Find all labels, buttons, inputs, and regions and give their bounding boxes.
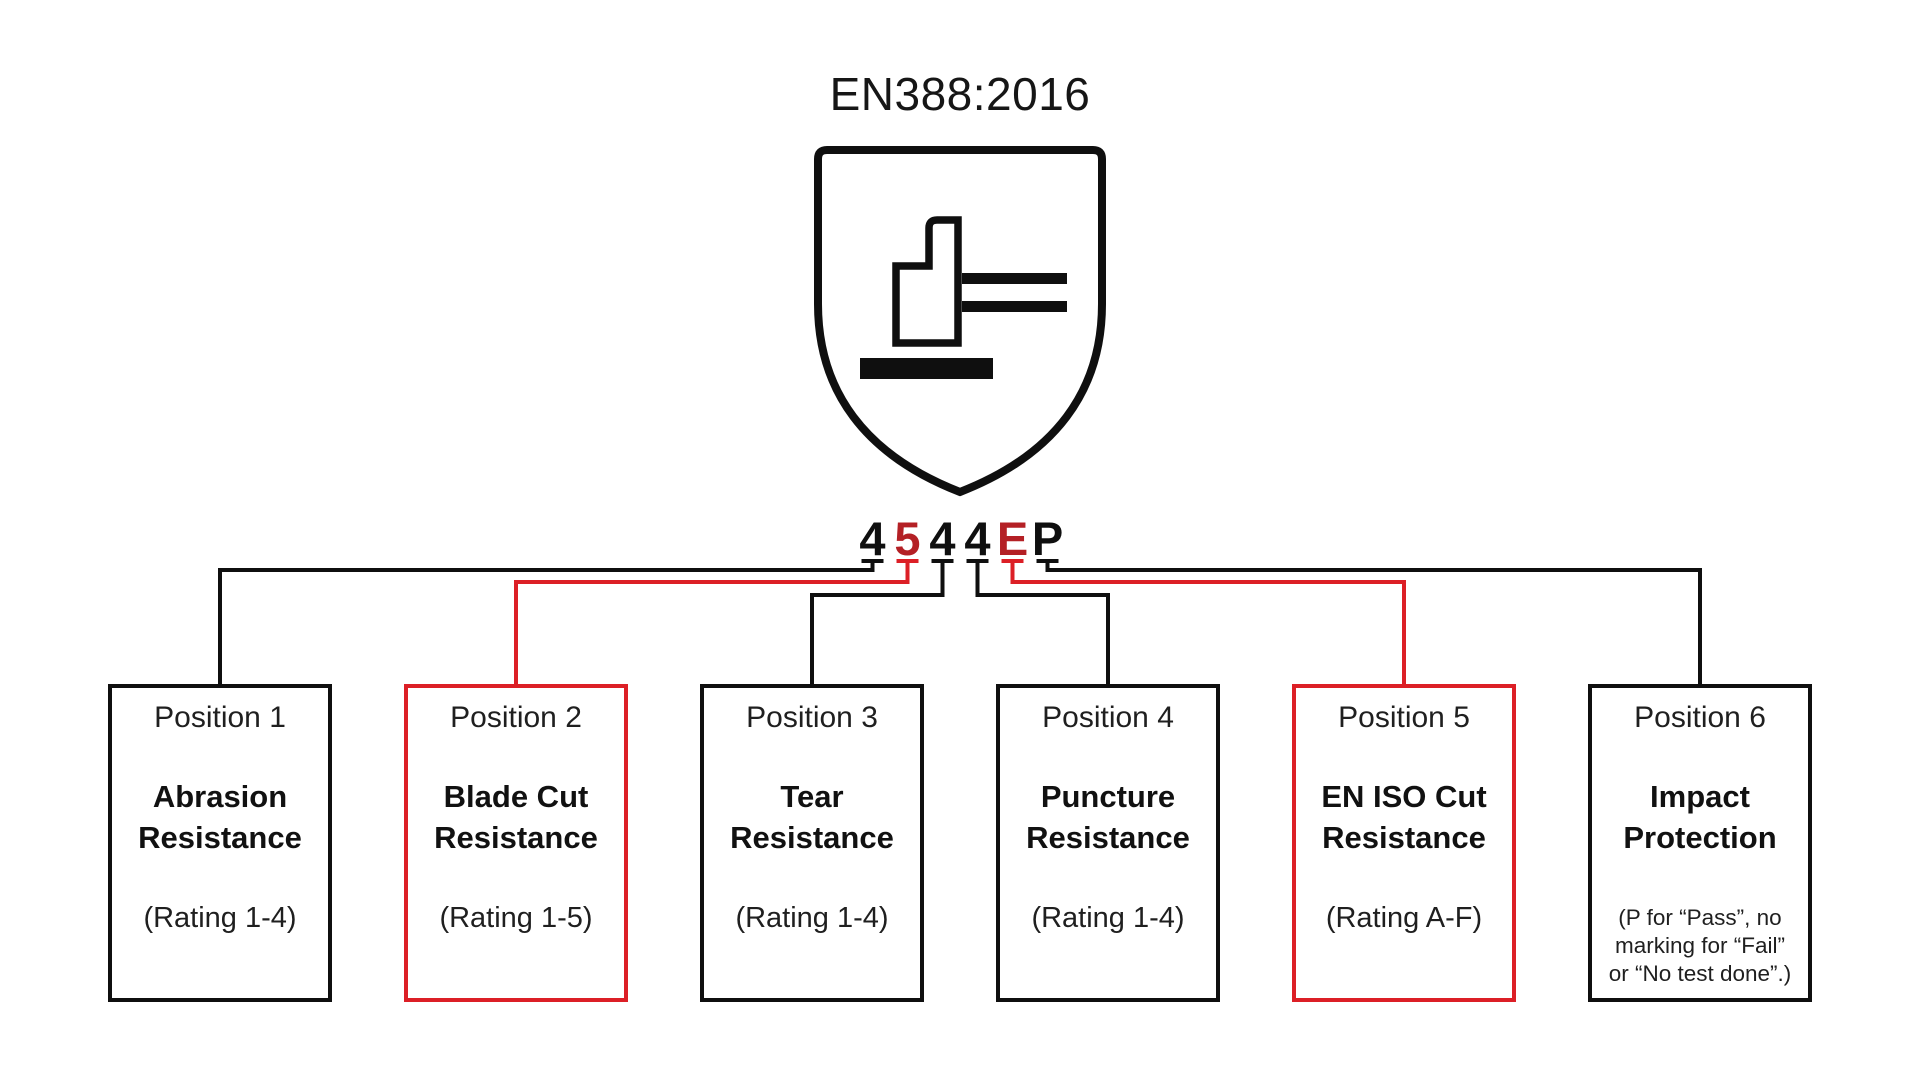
position-3-label: Position 3 [746, 701, 878, 734]
position-1-box: Position 1 Abrasion Resistance (Rating 1… [108, 684, 332, 1002]
connector-position-2 [514, 559, 919, 687]
position-6-label: Position 6 [1634, 701, 1766, 734]
position-1-rating: (Rating 1-4) [143, 902, 297, 934]
position-4-box: Position 4 Puncture Resistance (Rating 1… [996, 684, 1220, 1002]
connector-position-1 [218, 559, 884, 687]
route-2 [514, 561, 910, 687]
position-2-label: Position 2 [450, 701, 582, 734]
position-5-title: EN ISO Cut Resistance [1321, 779, 1487, 855]
impact-surface-bar [860, 358, 993, 379]
position-2-rating: (Rating 1-5) [439, 902, 593, 934]
page-title: EN388:2016 [829, 68, 1091, 120]
en388-shield [814, 146, 1106, 498]
marking-code: 4 5 4 4 E P [855, 512, 1065, 566]
route-4 [975, 561, 1110, 687]
position-4-title: Puncture Resistance [1026, 779, 1190, 855]
position-6-title: Impact Protection [1623, 779, 1777, 855]
route-3 [810, 561, 945, 687]
position-6-box: Position 6 Impact Protection (P for “Pas… [1588, 684, 1812, 1002]
hammer-bar-top [962, 273, 1067, 284]
code-char-6: P [1031, 512, 1064, 565]
hammer-bar-bottom [962, 301, 1067, 312]
connector-position-3 [810, 559, 954, 687]
position-5-box: Position 5 EN ISO Cut Resistance (Rating… [1292, 684, 1516, 1002]
position-3-rating: (Rating 1-4) [735, 902, 889, 934]
route-5 [1010, 561, 1406, 687]
position-4-rating: (Rating 1-4) [1031, 902, 1185, 934]
connector-position-4 [966, 559, 1110, 687]
position-5-label: Position 5 [1338, 701, 1470, 734]
route-1 [218, 561, 875, 687]
code-char-5: E [996, 512, 1029, 565]
en388-mechanical-hazard-shield-icon [814, 146, 1106, 497]
position-4-label: Position 4 [1042, 701, 1174, 734]
code-char-2: 5 [894, 512, 921, 565]
position-2-title: Blade Cut Resistance [434, 779, 598, 855]
position-6-rating: (P for “Pass”, no marking for “Fail” or … [1608, 905, 1792, 986]
connector-position-6 [1036, 559, 1702, 687]
position-3-box: Position 3 Tear Resistance (Rating 1-4) [700, 684, 924, 1002]
position-1-label: Position 1 [154, 701, 286, 734]
hammer-fist-shape [892, 216, 962, 347]
position-1-title: Abrasion Resistance [138, 779, 302, 855]
code-char-3: 4 [929, 512, 956, 565]
position-5-rating: (Rating A-F) [1325, 902, 1483, 934]
route-6 [1045, 561, 1702, 687]
connector-position-5 [1001, 559, 1406, 687]
code-char-1: 4 [859, 512, 886, 565]
position-2-box: Position 2 Blade Cut Resistance (Rating … [404, 684, 628, 1002]
position-3-title: Tear Resistance [730, 779, 894, 855]
code-char-4: 4 [964, 512, 991, 565]
